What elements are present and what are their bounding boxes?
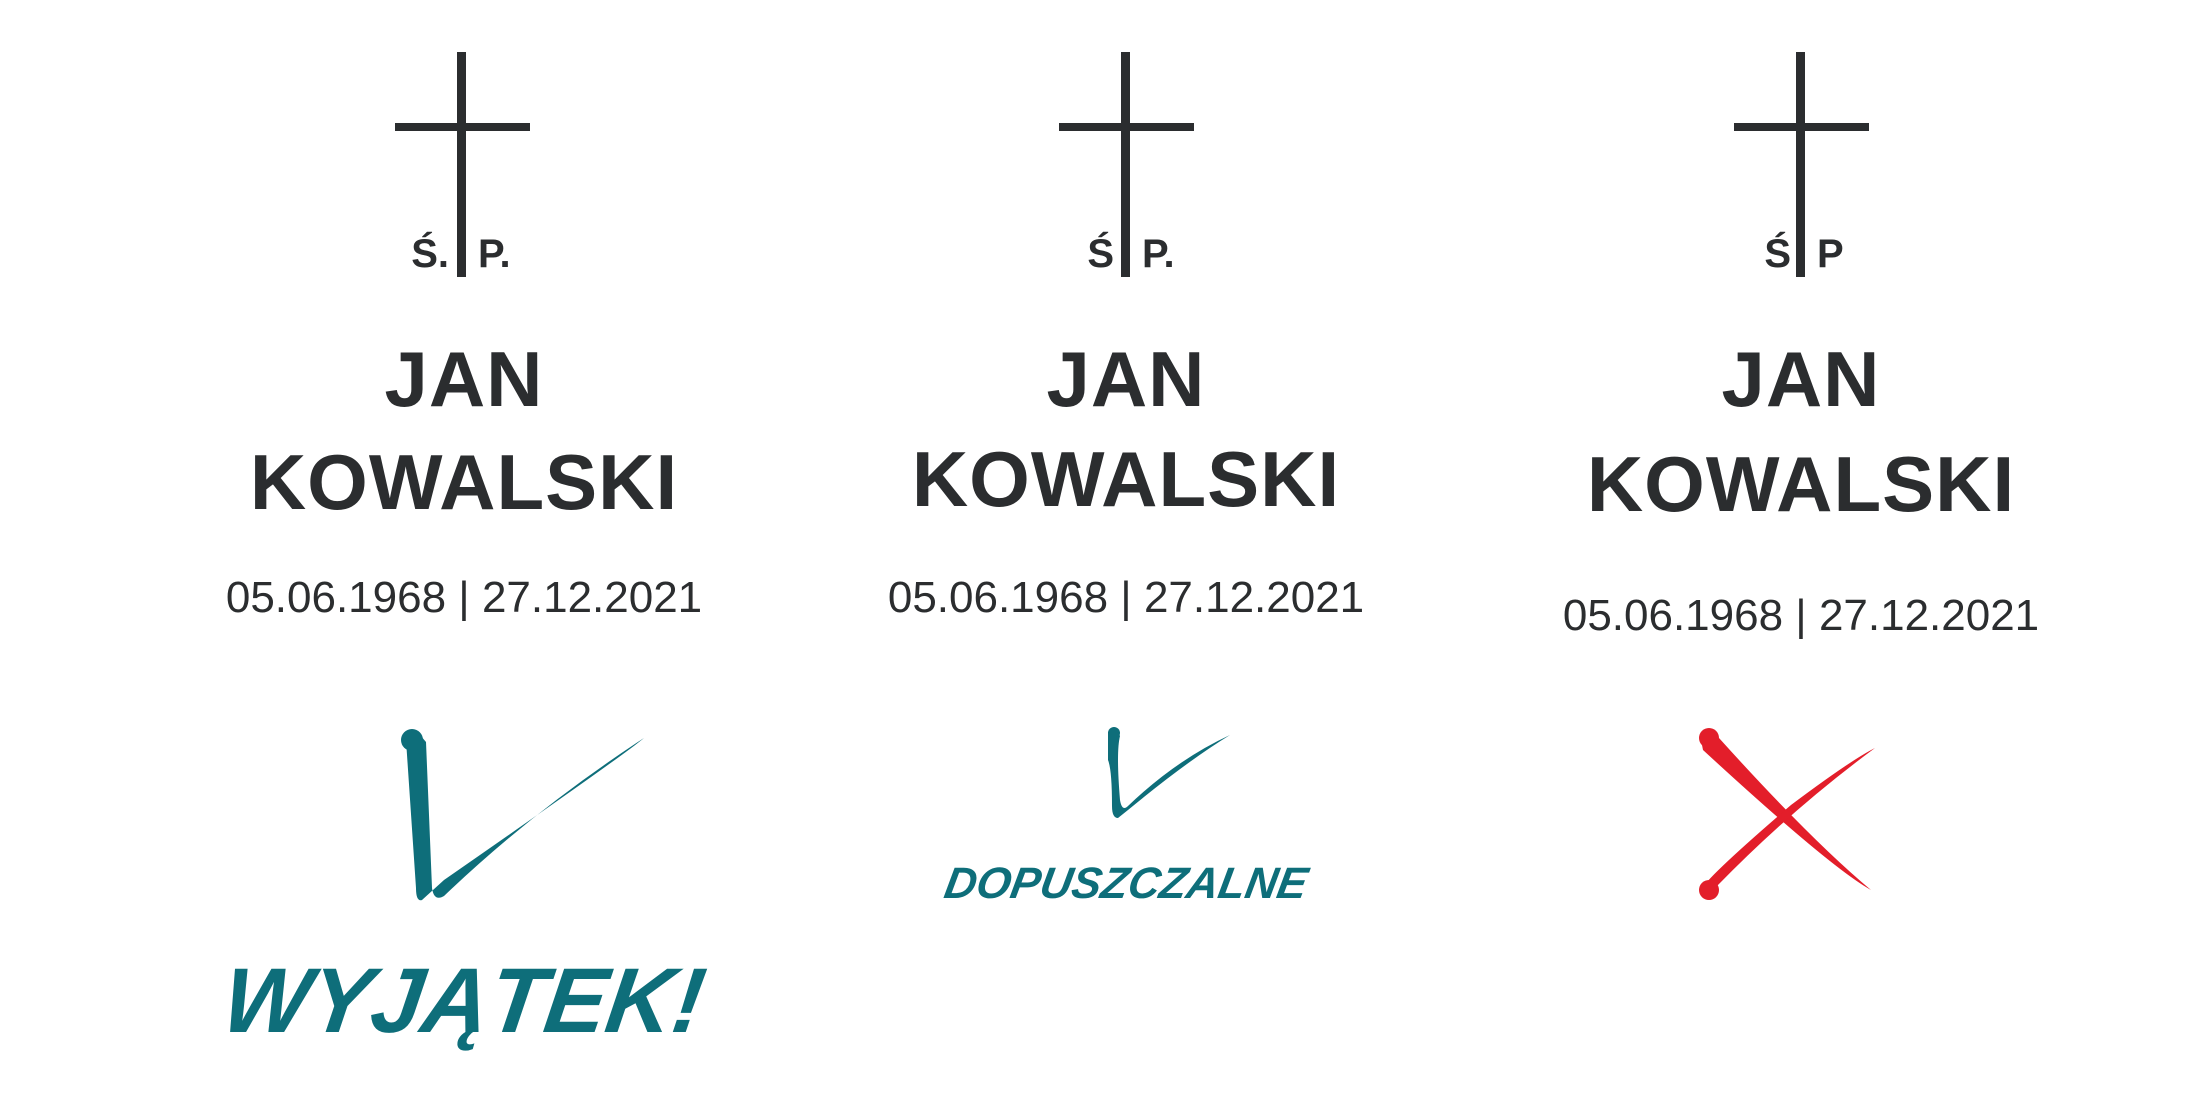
- dates: 05.06.1968 | 27.12.2021: [225, 573, 703, 622]
- prefix-left: Ś: [1087, 232, 1114, 276]
- variant-incorrect: Ś P JAN KOWALSKI 05.06.1968 | 27.12.2021: [1491, 0, 2111, 1101]
- prefix-left: Ś.: [411, 232, 449, 276]
- first-name: JAN: [1721, 335, 1881, 423]
- dates: 05.06.1968 | 27.12.2021: [1562, 591, 2040, 640]
- dates: 05.06.1968 | 27.12.2021: [887, 573, 1365, 622]
- prefix-right: P: [1817, 232, 1844, 276]
- cross-symbol-icon: [395, 52, 530, 277]
- checmark-small-icon: [1108, 727, 1230, 818]
- prefix-right: P.: [478, 232, 511, 276]
- verdict-label: DOPUSZCZALNE: [940, 859, 1312, 908]
- variant-exception: Ś. P. JAN KOWALSKI 05.06.1968 | 27.12.20…: [154, 0, 774, 1101]
- variant-acceptable: Ś P. JAN KOWALSKI 05.06.1968 | 27.12.202…: [816, 0, 1436, 1101]
- first-name: JAN: [384, 335, 544, 423]
- prefix-left: Ś: [1764, 232, 1791, 276]
- red-x-icon: [1699, 728, 1875, 900]
- last-name: KOWALSKI: [249, 438, 679, 526]
- last-name: KOWALSKI: [1586, 440, 2016, 528]
- cross-symbol-icon: [1059, 52, 1194, 277]
- first-name: JAN: [1046, 335, 1206, 423]
- last-name: KOWALSKI: [911, 435, 1341, 523]
- prefix-right: P.: [1142, 232, 1175, 276]
- cross-symbol-icon: [1734, 52, 1869, 277]
- checkmark-icon: [401, 729, 644, 901]
- verdict-label: WYJĄTEK!: [216, 950, 712, 1052]
